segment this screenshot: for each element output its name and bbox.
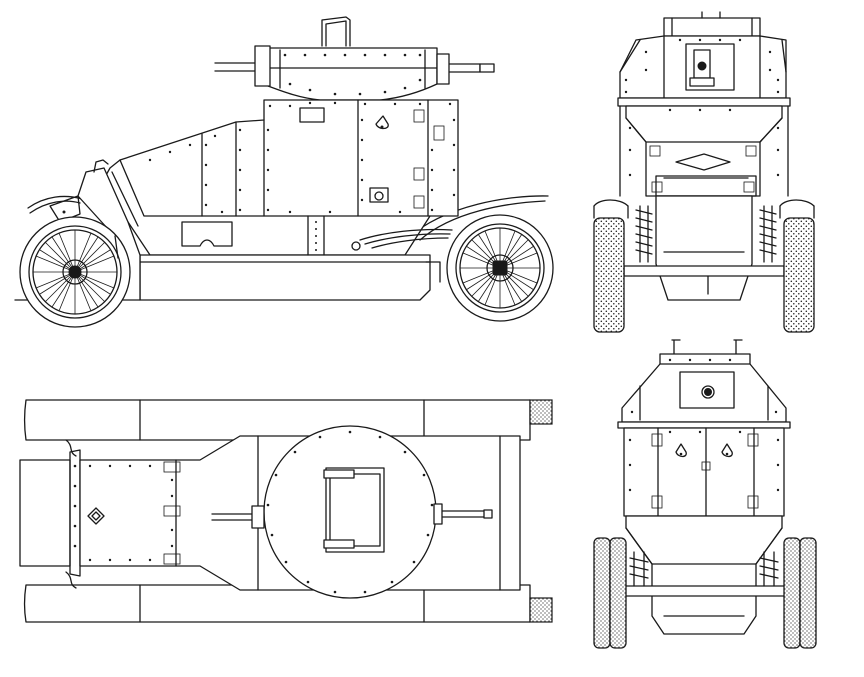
turret-hatch-handle	[321, 16, 351, 47]
rear-door-handle-left	[675, 443, 687, 458]
rear-right-wheel-outer	[799, 537, 817, 649]
vision-slot	[299, 107, 325, 123]
front-hull	[625, 105, 783, 197]
rear-hull	[623, 427, 785, 517]
front-axle	[623, 265, 785, 277]
rear-right-wheel-inner	[783, 537, 801, 649]
side-view	[14, 16, 554, 328]
chassis-side	[139, 215, 453, 301]
rear-springs	[629, 551, 779, 587]
front-view	[593, 11, 815, 333]
front-left-wheel	[593, 217, 625, 333]
top-lower-mudguard	[23, 584, 531, 623]
front-wheel-side	[19, 216, 131, 328]
front-right-wheel	[783, 217, 815, 333]
rear-axle	[619, 585, 789, 597]
front-lower-hull	[655, 195, 753, 301]
rear-turret-handles	[671, 339, 743, 355]
rear-left-wheel-outer	[593, 537, 611, 649]
rear-leaf-spring	[359, 228, 453, 241]
turret	[214, 16, 495, 101]
radiator-cap	[93, 159, 109, 173]
top-front-springs	[65, 439, 77, 589]
front-springs	[635, 205, 777, 263]
front-turret-top	[663, 17, 761, 37]
side-hatch	[369, 187, 389, 203]
top-upper-mudguard	[23, 399, 531, 441]
front-radiator-grille	[675, 153, 731, 171]
side-tool-box	[181, 221, 233, 247]
rear-view	[593, 339, 817, 649]
top-view	[19, 399, 553, 623]
hull-side	[85, 99, 459, 256]
top-turret-hatch	[325, 467, 385, 553]
rear-wheel-side	[446, 214, 554, 322]
rear-door-handle-right	[721, 443, 733, 458]
top-radiator	[19, 459, 71, 567]
top-gun-muzzle	[435, 510, 487, 518]
headlamp-bracket	[49, 195, 81, 223]
top-emblem	[87, 507, 105, 525]
top-rear-tyres	[529, 399, 553, 623]
door-handle	[375, 115, 389, 130]
rear-left-wheel-inner	[609, 537, 627, 649]
